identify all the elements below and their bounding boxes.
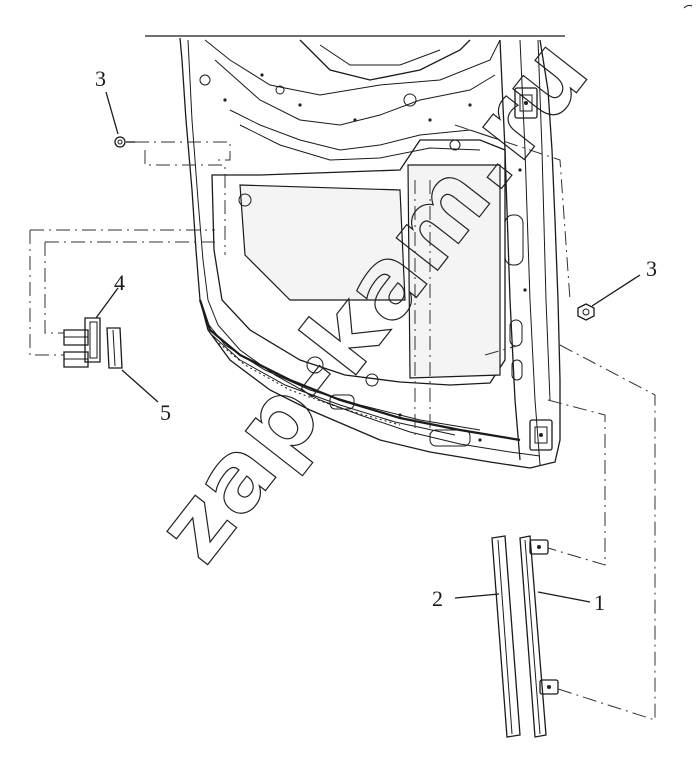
bolt-top [114,136,135,148]
rail-part-1 [519,535,559,738]
callout-part-4: 4 [114,270,125,295]
watermark-text: zap-kam.ru [135,17,611,582]
assembly-guides [29,124,656,721]
upper-hinge [514,87,538,119]
lower-hinge [529,419,553,451]
nut-right [577,303,595,321]
callout-part-3-right: 3 [646,256,657,281]
callout-part-2: 2 [432,586,443,611]
rail-part-2 [491,535,521,738]
callout-part-1: 1 [594,590,605,615]
corner-mark [683,4,693,9]
leader-lines [95,91,641,603]
strip-part-5 [106,327,123,369]
bracket-part-4 [63,317,101,368]
callout-part-5: 5 [160,400,171,425]
callout-part-3-top: 3 [95,66,106,91]
door-frame [179,37,561,469]
